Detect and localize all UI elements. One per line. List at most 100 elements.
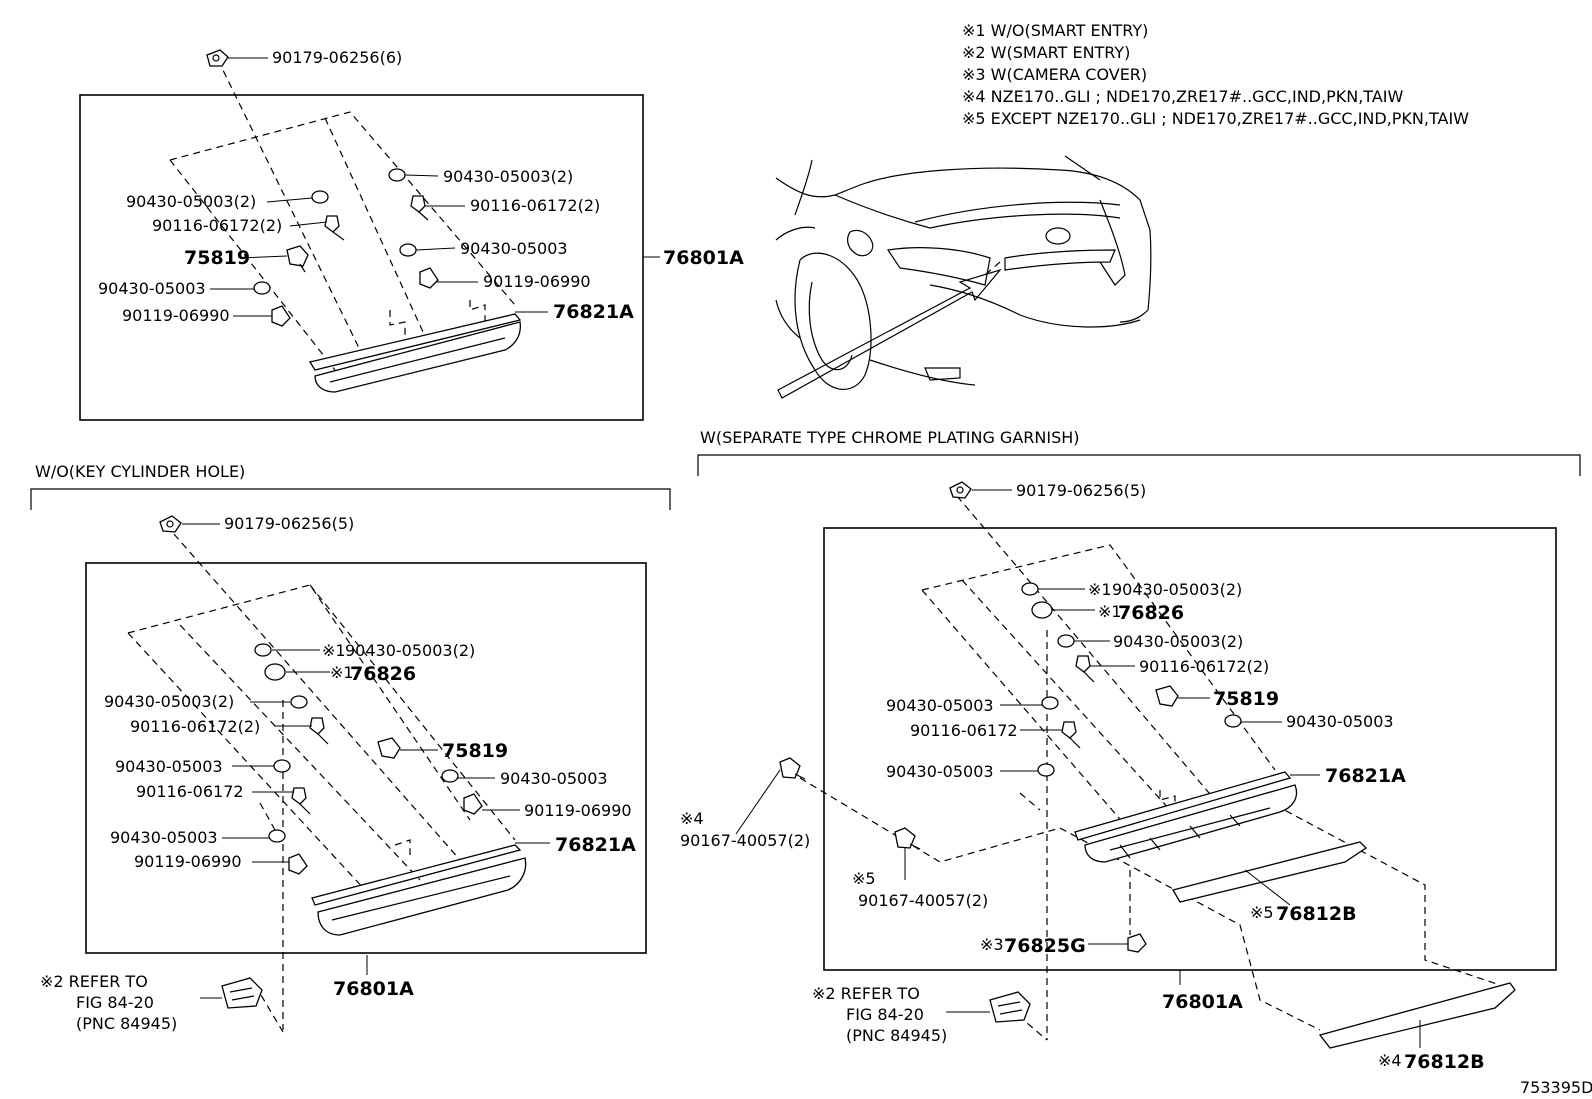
mark-label: ※1	[1088, 580, 1112, 599]
mark-label: ※1	[330, 663, 354, 682]
mark-label: ※4	[1378, 1051, 1402, 1070]
clip-75819-icon	[377, 737, 401, 759]
section-bracket	[30, 488, 671, 510]
clip-75819-icon	[1155, 685, 1179, 707]
part-label: 90430-05003(2)	[104, 692, 234, 711]
spacer-icon	[264, 663, 286, 681]
mark-label: ※5	[1250, 903, 1274, 922]
part-label: 90430-05003(2)	[443, 167, 573, 186]
refer-label: (PNC 84945)	[76, 1014, 177, 1033]
part-label: 75819	[1213, 688, 1279, 710]
bottom-left-frame	[85, 562, 647, 954]
part-label: 90430-05003	[500, 769, 608, 788]
part-label: 90119-06990	[524, 801, 632, 820]
nut-icon	[441, 769, 459, 783]
part-label: 90430-05003	[115, 757, 223, 776]
bottom-right-assembly: W(SEPARATE TYPE CHROME PLATING GARNISH)	[680, 428, 1581, 1073]
top-left-assembly: 90179-06256(6) 90430-05003(2) 90430-0500…	[79, 48, 744, 421]
part-label: 90430-05003(2)	[126, 192, 256, 211]
nut-icon	[273, 759, 291, 773]
nut-icon	[254, 643, 272, 657]
mark-label: ※3	[980, 935, 1004, 954]
part-label: 90430-05003(2)	[1113, 632, 1243, 651]
part-label: 90119-06990	[483, 272, 591, 291]
car-rear-illustration	[775, 155, 1152, 399]
part-label: 76812B	[1404, 1051, 1485, 1073]
part-label: 90116-06172(2)	[152, 216, 282, 235]
bolt-icon	[324, 215, 345, 241]
bolt-icon	[309, 717, 329, 745]
bolt-icon	[410, 195, 429, 221]
part-label: 90430-05003	[886, 762, 994, 781]
mark-label: ※1	[322, 641, 346, 660]
section-bracket	[697, 454, 1581, 476]
screw-icon	[419, 267, 439, 289]
part-label: 90116-06172	[136, 782, 244, 801]
bolt-icon	[1075, 655, 1095, 683]
section-label: W(SEPARATE TYPE CHROME PLATING GARNISH)	[700, 428, 1080, 447]
note-3: ※3 W(CAMERA COVER)	[962, 65, 1147, 84]
refer-label: FIG 84-20	[76, 993, 154, 1012]
connector-icon	[221, 977, 263, 1009]
clip-75819-icon	[286, 245, 309, 273]
part-label: 75819	[442, 740, 508, 762]
screw-icon	[288, 853, 308, 875]
nut-icon	[253, 281, 271, 295]
part-label: 76821A	[1325, 765, 1406, 787]
part-label: 90430-05003(2)	[1112, 580, 1242, 599]
nut-icon	[268, 829, 286, 843]
nut-icon	[388, 168, 406, 182]
clip-icon	[159, 515, 182, 533]
part-label: 90167-40057(2)	[680, 831, 810, 850]
part-label: 76826	[350, 663, 416, 685]
part-label: 90119-06990	[122, 306, 230, 325]
connector-icon	[989, 991, 1031, 1023]
refer-label: FIG 84-20	[846, 1005, 924, 1024]
nut-icon	[311, 190, 329, 204]
note-5: ※5 EXCEPT NZE170..GLI ; NDE170,ZRE17#..G…	[962, 109, 1469, 128]
screw-icon	[894, 827, 921, 850]
part-label: 90430-05003(2)	[345, 641, 475, 660]
bottom-right-frame	[823, 527, 1557, 971]
part-label: 90119-06990	[134, 852, 242, 871]
screw-icon	[779, 757, 806, 780]
note-1: ※1 W/O(SMART ENTRY)	[962, 21, 1148, 40]
part-label: 90430-05003	[110, 828, 218, 847]
nut-icon	[290, 695, 308, 709]
part-label: 76825G	[1004, 935, 1086, 957]
section-label: W/O(KEY CYLINDER HOLE)	[35, 462, 245, 481]
part-label: 90116-06172	[910, 721, 1018, 740]
part-label: 90179-06256(6)	[272, 48, 402, 67]
nut-icon	[1224, 714, 1242, 728]
refer-label: ※2 REFER TO	[812, 984, 920, 1003]
part-label: 76826	[1118, 602, 1184, 624]
spacer-icon	[1031, 601, 1053, 619]
screw-icon	[271, 305, 291, 327]
bottom-left-assembly: W/O(KEY CYLINDER HOLE)	[30, 462, 671, 1033]
assembly-label: 76801A	[333, 978, 414, 1000]
nut-icon	[1041, 696, 1059, 710]
bolt-icon	[291, 787, 311, 815]
part-label: 76821A	[555, 834, 636, 856]
part-label: 90116-06172(2)	[1139, 657, 1269, 676]
part-label: 75819	[184, 247, 250, 269]
camera-cover-icon	[1127, 933, 1147, 953]
refer-label: (PNC 84945)	[846, 1026, 947, 1045]
screw-icon	[463, 793, 483, 815]
notes-block: ※1 W/O(SMART ENTRY) ※2 W(SMART ENTRY) ※3…	[962, 21, 1469, 128]
nut-icon	[1057, 634, 1075, 648]
part-label: 76812B	[1276, 903, 1357, 925]
bolt-icon	[1061, 721, 1081, 749]
part-label: 90167-40057(2)	[858, 891, 988, 910]
nut-icon	[1037, 763, 1055, 777]
note-2: ※2 W(SMART ENTRY)	[962, 43, 1130, 62]
nut-icon	[399, 243, 417, 257]
mark-label: ※4	[680, 809, 704, 828]
part-label: 90430-05003	[886, 696, 994, 715]
part-label: 90116-06172(2)	[470, 196, 600, 215]
part-label: 90116-06172(2)	[130, 717, 260, 736]
part-label: 90179-06256(5)	[224, 514, 354, 533]
part-label: 90430-05003	[1286, 712, 1394, 731]
clip-icon	[206, 49, 229, 67]
